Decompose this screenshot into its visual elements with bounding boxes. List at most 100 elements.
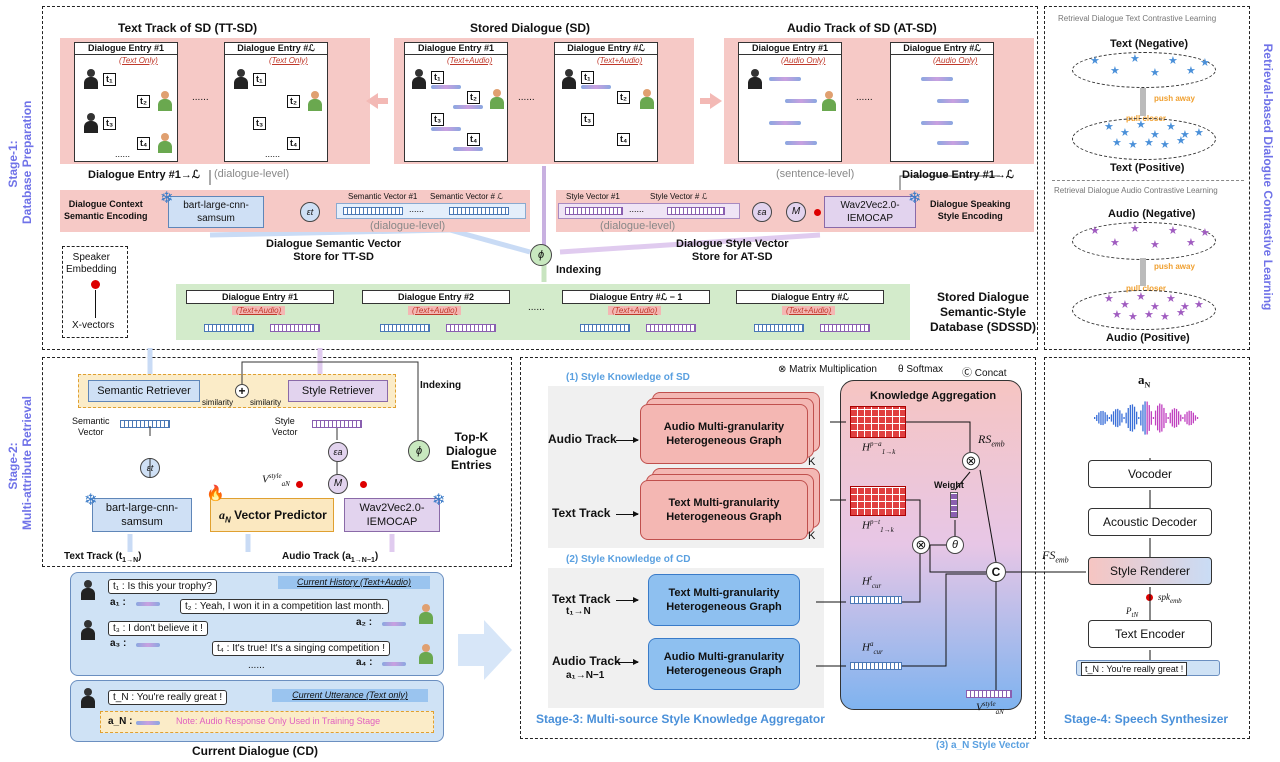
tmg-graph: Text Multi-granularity Heterogeneous Gra… [640, 480, 808, 540]
semantic-vector [120, 420, 170, 428]
star-point-icon: ★ [1150, 239, 1160, 251]
waveform-bar [1196, 417, 1199, 419]
audio-wave-icon [431, 85, 461, 89]
snowflake-icon: ❄ [908, 190, 922, 207]
text-track-label: Text Track [552, 506, 611, 520]
token-t1: t₁ [103, 73, 116, 86]
waveform-bar [1129, 404, 1131, 432]
legend-arrow [95, 290, 96, 318]
token-t4: t₄ [617, 133, 631, 146]
waveform-bar [1127, 407, 1129, 429]
stage4-title: Stage-4: Speech Synthesizer [1064, 712, 1229, 726]
waveform-bar [1182, 417, 1184, 419]
style-retriever: Style Retriever [288, 380, 388, 402]
token-t2: t₂ [137, 95, 150, 108]
star-point-icon: ★ [1176, 135, 1186, 147]
entries-ellipsis: ...... [518, 92, 535, 103]
red-dot [814, 209, 821, 216]
waveform-bar [1163, 407, 1165, 429]
cd-amg-graph: Audio Multi-granularity Heterogeneous Gr… [648, 638, 800, 690]
arrow [616, 659, 639, 665]
waveform-bar [1171, 409, 1173, 427]
audio-a2: a₂ : [356, 617, 373, 628]
star-point-icon: ★ [1180, 129, 1190, 141]
female-speaker-icon [821, 91, 837, 111]
text-track-label: Text Track (t1→N) [64, 551, 142, 564]
v-style-label: VstyleaN [976, 700, 1004, 716]
star-point-icon: ★ [1110, 65, 1120, 77]
at-entry-L: Dialogue Entry #ℒ (Audio Only) [890, 42, 994, 162]
audio-wave-icon [921, 121, 953, 125]
star-point-icon: ★ [1200, 227, 1210, 239]
audio-wave-icon [431, 127, 461, 131]
db-entry-tag: (Text+Audio) [782, 306, 836, 315]
entry-ellipsis: ...... [265, 149, 281, 159]
speak-enc-label: Dialogue Speaking Style Encoding [930, 199, 1011, 221]
tt-sd-title: Text Track of SD (TT-SD) [118, 21, 258, 35]
token-t4: t₄ [467, 133, 481, 146]
stage2-panel [42, 357, 512, 567]
utterance-t4: t₄ : It's true! It's a singing competiti… [212, 641, 390, 656]
sd-panel: Dialogue Entry #1 (Text+Audio) t₁ t₂ t₃ … [394, 38, 694, 164]
text-encoder-box[interactable]: Text Encoder [1088, 620, 1212, 648]
star-point-icon: ★ [1120, 127, 1130, 139]
rs-emb-label: RSemb [978, 432, 1005, 449]
vocoder-box[interactable]: Vocoder [1088, 460, 1212, 488]
text-push-away: push away [1154, 94, 1195, 103]
dialogue-level-label: (dialogue-level) [214, 168, 290, 180]
entry-header: Dialogue Entry #ℒ [891, 43, 993, 55]
audio-push-away: push away [1154, 262, 1195, 271]
female-speaker-icon [307, 91, 323, 111]
text-only-tag: (Text Only) [269, 56, 308, 65]
waveform-bar [1152, 417, 1155, 419]
audio-contrast-title: Retrieval Dialogue Audio Contrastive Lea… [1054, 186, 1218, 195]
token-t1: t₁ [581, 71, 594, 84]
db-entry-tag: (Text+Audio) [232, 306, 286, 315]
semantic-vector [449, 207, 509, 215]
sd-title: Stored Dialogue (SD) [470, 21, 591, 35]
tt-entry-L: Dialogue Entry #ℒ (Text Only) t₁ t₂ t₃ t… [224, 42, 328, 162]
h-cur-t-vector [850, 596, 902, 604]
db-entry: Dialogue Entry #ℒ [736, 290, 884, 304]
star-point-icon: ★ [1168, 55, 1178, 67]
waveform-bar [1150, 411, 1152, 425]
waveform-bar [1112, 411, 1115, 425]
arrow [616, 511, 639, 517]
db-semantic-vector [580, 324, 630, 332]
contrastive-side-label: Retrieval-based Dialogue Contrastive Lea… [1261, 43, 1275, 311]
waveform-bar [1190, 411, 1192, 425]
audio-wave-icon [581, 85, 611, 89]
entry-header: Dialogue Entry #1 [75, 43, 177, 55]
legend-concat: Ⓒ Concat [962, 368, 1007, 379]
h-cur-a-label: Hacur [862, 640, 883, 656]
waveform-bar [1106, 414, 1108, 422]
star-point-icon: ★ [1120, 299, 1130, 311]
contrastive-panel [1044, 6, 1250, 350]
acoustic-decoder-box[interactable]: Acoustic Decoder [1088, 508, 1212, 536]
waveform-bar [1119, 410, 1121, 426]
k-label: K [808, 456, 816, 468]
sd-entry-L: Dialogue Entry #ℒ (Text+Audio) t₁ t₂ t₃ … [554, 42, 658, 162]
a1N-label: a₁→N−1 [566, 670, 605, 681]
star-point-icon: ★ [1186, 65, 1196, 77]
epsilon-t-node: εt [300, 202, 320, 222]
text-positive-label: Text (Positive) [1110, 162, 1185, 174]
k-label: K [808, 530, 816, 542]
style-vector-label: Style Vector [272, 416, 298, 437]
male-speaker-icon [83, 69, 99, 89]
aN-label: a [219, 508, 225, 522]
similarity-right: similarity [250, 398, 282, 407]
speaker-embedding-legend [62, 246, 128, 338]
audio-wave-icon [382, 662, 406, 666]
db-style-vector [270, 324, 320, 332]
input-utterance-text: t_N : You're really great ! [1081, 662, 1188, 676]
style-store-label: Dialogue Style Vector Store for AT-SD [676, 238, 789, 263]
wav2vec-encoder-box: Wav2Vec2.0- IEMOCAP [824, 196, 916, 228]
style-renderer-box[interactable]: Style Renderer [1088, 557, 1212, 585]
utterance-tag: Current Utterance (Text only) [272, 689, 428, 702]
plus-node: + [235, 384, 249, 398]
waveform-bar [1165, 412, 1167, 424]
audio-a4: a₄ : [356, 657, 373, 668]
sentence-level-label: (sentence-level) [776, 168, 855, 180]
divider [1052, 180, 1244, 181]
